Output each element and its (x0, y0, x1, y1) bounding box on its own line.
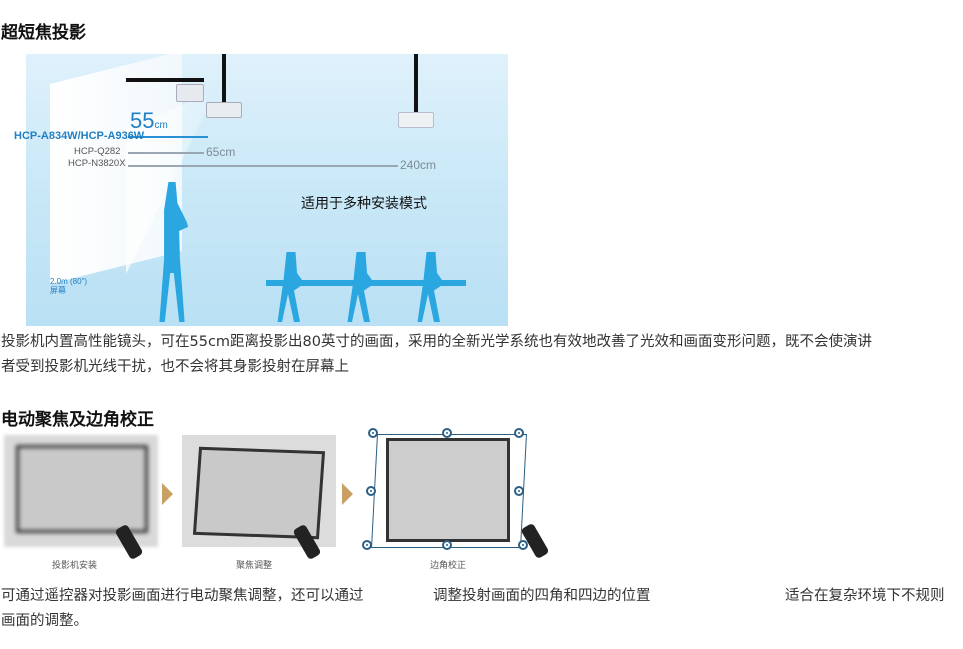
paragraph-line: 投影机内置高性能镜头，可在55cm距离投影出80英寸的画面，采用的全新光学系统也… (1, 334, 872, 350)
model-label-a834w: HCP-A834W/HCP-A936W (14, 130, 145, 142)
arrow-right-icon (162, 483, 173, 505)
arrow-right-icon (342, 483, 353, 505)
distance-240cm-label: 240cm (400, 158, 437, 172)
paragraph-line: 者受到投影机光线干扰，也不会将其身影投射在屏幕上 (1, 359, 349, 375)
panel-caption: 边角校正 (430, 560, 467, 570)
students-silhouette (266, 252, 466, 322)
ceiling-mount-pole (414, 54, 418, 112)
ultra-short-throw-illustration: 55cm 65cm 240cm 适用于多种安装模式 2.0m (80") 屏幕 (26, 54, 508, 326)
panel-focus-adjustment (182, 435, 336, 561)
panel-corner-correction (362, 428, 550, 560)
figure-caption: 适用于多种安装模式 (301, 196, 427, 212)
model-label-q282: HCP-Q282 (74, 146, 121, 157)
section-heading-ultra-short-throw: 超短焦投影 (1, 23, 86, 43)
section-heading-focus-correction: 电动聚焦及边角校正 (1, 410, 154, 430)
model-label-n3820x: HCP-N3820X (68, 158, 126, 169)
projector-icon (176, 84, 204, 102)
ceiling-mount-pole (222, 54, 226, 106)
panel-caption: 投影机安装 (52, 560, 98, 570)
distance-line-65 (128, 152, 204, 154)
mount-bar (126, 78, 204, 82)
panel-caption: 聚焦调整 (236, 560, 273, 570)
projector-icon (398, 112, 434, 128)
screen-size-label: 2.0m (80") 屏幕 (50, 277, 88, 295)
panel-projector-installation (4, 435, 158, 561)
projector-icon (206, 102, 242, 118)
section2-paragraph: 可通过遥控器对投影画面进行电动聚焦调整，还可以通过 调整投射画面的四角和四边的位… (1, 584, 963, 634)
distance-line-240 (128, 165, 398, 167)
distance-55cm-label: 55cm (130, 108, 168, 133)
paragraph-line: 画面的调整。 (1, 613, 88, 629)
distance-65cm-label: 65cm (206, 145, 236, 159)
section1-paragraph: 投影机内置高性能镜头，可在55cm距离投影出80英寸的画面，采用的全新光学系统也… (1, 330, 963, 380)
distance-line-55 (128, 136, 208, 138)
